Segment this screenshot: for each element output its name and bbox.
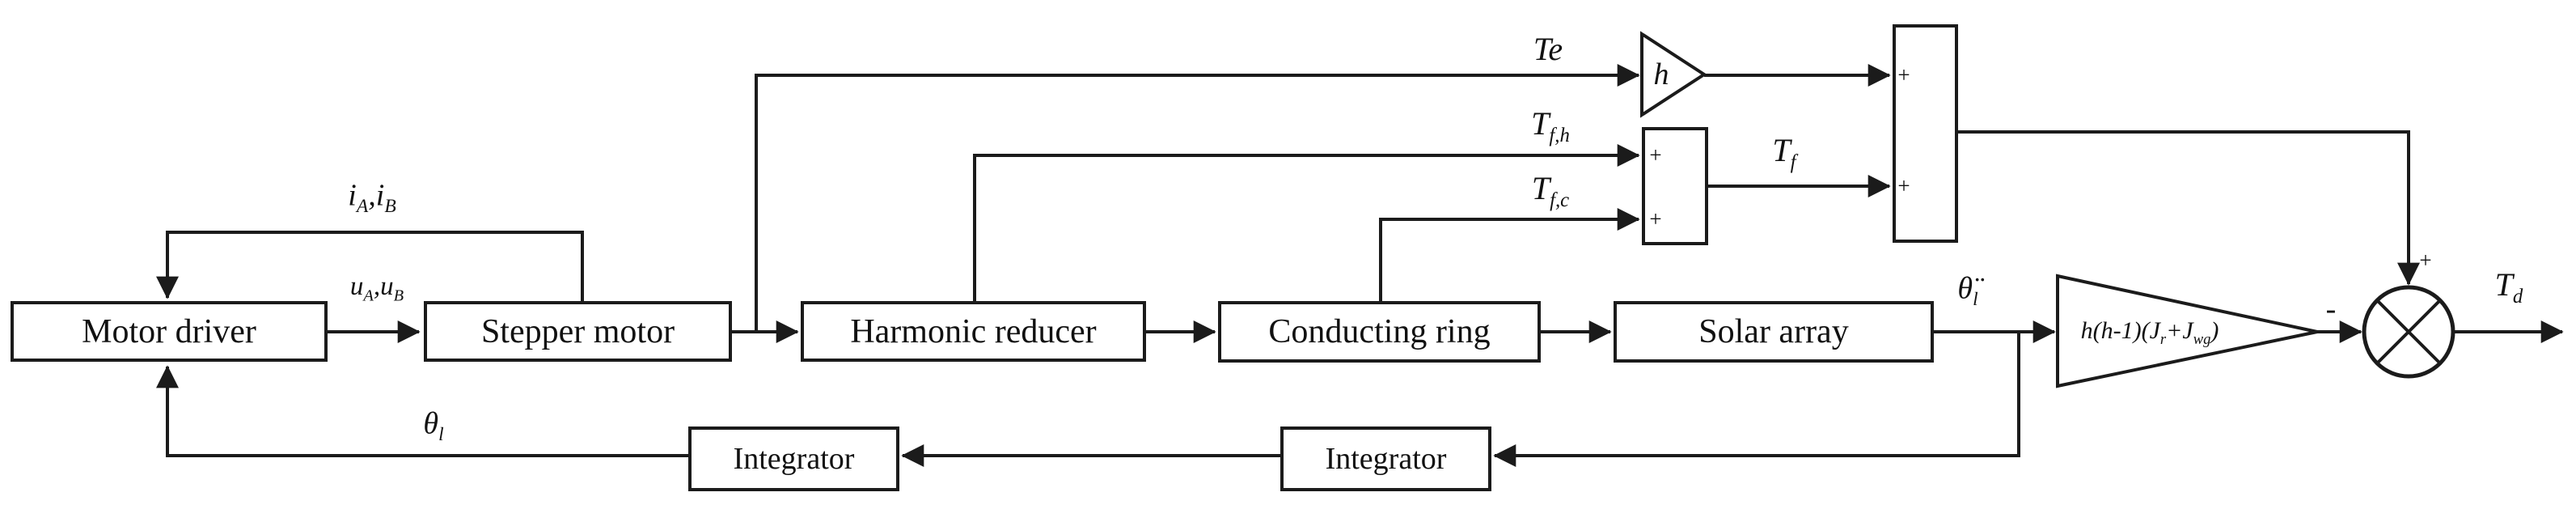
gain-h-triangle: [1640, 31, 1707, 118]
wire-te-tap: [755, 64, 1640, 332]
signal-text: ,i: [368, 178, 385, 213]
gain-text: h: [1653, 57, 1669, 91]
label-gain-inertia: h(h-1)(Jr+Jwg): [2081, 319, 2219, 348]
label-ua-ub: uA,uB: [349, 271, 404, 305]
sum-block-2: [1893, 24, 1958, 243]
plus-sign-junction: +: [2419, 248, 2432, 273]
sum-block-1: [1642, 127, 1708, 245]
signal-sub: l: [438, 424, 444, 446]
signal-sub: B: [393, 286, 404, 305]
block-label: Integrator: [733, 442, 855, 476]
label-tfh: Tf,h: [1531, 108, 1570, 146]
signal-text: T: [1772, 132, 1791, 169]
label-ia-ib: iA,iB: [348, 180, 395, 216]
gain-text: +J: [2166, 317, 2193, 345]
signal-text: u: [349, 271, 364, 301]
wire-theta-feedback-to-motor: [156, 365, 688, 457]
block-label: Solar array: [1698, 313, 1849, 350]
signal-sub: B: [384, 196, 396, 218]
label-tf: Tf: [1772, 134, 1796, 173]
wire-sum2-to-junction: [1958, 130, 2420, 286]
signal-text: T: [1531, 105, 1550, 142]
signal-sub: f,h: [1549, 125, 1570, 147]
block-label: Stepper motor: [480, 312, 675, 350]
minus-sign-junction: -: [2325, 292, 2337, 326]
signal-text: T: [2494, 266, 2513, 303]
block-conducting-ring: Conducting ring: [1218, 301, 1541, 363]
wire-current-feedback: [156, 231, 584, 301]
junction-cross-line: [2375, 299, 2442, 365]
signal-sub: A: [363, 286, 374, 305]
gain-sub: wg: [2193, 331, 2211, 349]
label-te: Te: [1533, 33, 1563, 66]
wire-accel-feedback-down: [1493, 332, 2020, 467]
block-label: Harmonic reducer: [850, 312, 1097, 350]
signal-sub: l: [1973, 289, 1978, 311]
gain-text: h(h-1)(J: [2080, 317, 2160, 345]
signal-text: T: [1531, 170, 1550, 207]
signal-text: Te: [1533, 31, 1563, 67]
label-gain-h: h: [1654, 59, 1669, 90]
signal-sub: f: [1790, 151, 1796, 174]
gain-sub: r: [2159, 331, 2167, 349]
signal-sub: d: [2512, 286, 2523, 308]
block-solar-array: Solar array: [1614, 301, 1934, 363]
label-theta-l: θl: [423, 408, 443, 444]
signal-text: θ: [423, 406, 439, 441]
label-theta-ddot-l: θ̈l: [1957, 273, 1977, 309]
signal-text: i: [348, 178, 357, 213]
block-label: Integrator: [1325, 442, 1447, 476]
wire-tfc-tap: [1379, 208, 1640, 301]
label-td: Td: [2495, 269, 2523, 308]
gain-inertia-triangle: [2056, 274, 2318, 388]
signal-text: θ̈: [1957, 271, 1973, 306]
plus-sign-sum1-top: +: [1649, 142, 1662, 168]
gain-text: ): [2210, 317, 2219, 345]
block-label: Motor driver: [82, 312, 256, 350]
block-integrator-1: Integrator: [688, 426, 899, 491]
plus-sign-sum2-mid: +: [1897, 173, 1910, 198]
signal-text: ,u: [373, 271, 394, 301]
signal-sub: A: [356, 196, 369, 218]
plus-sign-sum2-top: +: [1897, 62, 1910, 87]
plus-sign-sum1-bottom: +: [1649, 206, 1662, 231]
block-harmonic-reducer: Harmonic reducer: [801, 301, 1146, 362]
block-label: Conducting ring: [1268, 313, 1491, 350]
block-stepper-motor: Stepper motor: [424, 301, 732, 362]
label-tfc: Tf,c: [1532, 172, 1569, 211]
wire-tfh-tap: [973, 144, 1640, 301]
block-integrator-2: Integrator: [1280, 426, 1491, 491]
signal-sub: f,c: [1550, 189, 1570, 212]
block-motor-driver: Motor driver: [11, 301, 328, 362]
